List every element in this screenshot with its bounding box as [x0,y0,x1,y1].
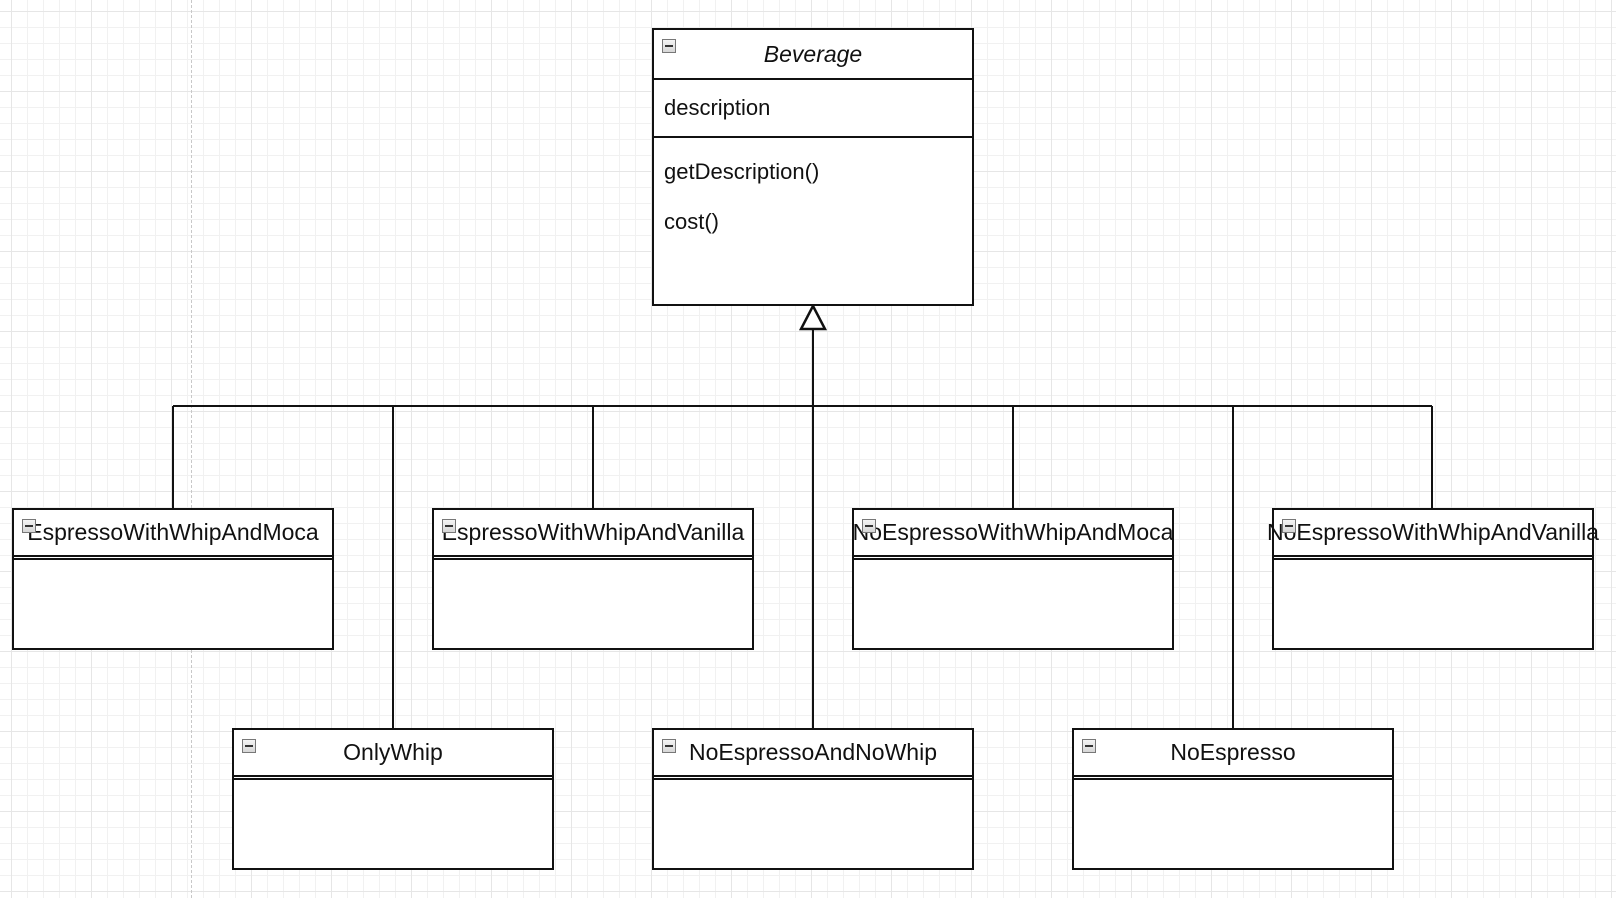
class-no-espresso-whip-moca[interactable]: NoEspressoWithWhipAndMoca [852,508,1174,650]
collapse-icon[interactable] [1282,519,1296,533]
class-espresso-whip-moca[interactable]: EspressoWithWhipAndMoca [12,508,334,650]
class-body [434,560,752,638]
class-header: NoEspresso [1074,730,1392,780]
class-header: EspressoWithWhipAndVanilla [434,510,752,560]
collapse-icon[interactable] [662,739,676,753]
generalization-arrowhead [798,303,828,331]
collapse-icon[interactable] [442,519,456,533]
collapse-icon[interactable] [1082,739,1096,753]
collapse-icon[interactable] [242,739,256,753]
class-header: NoEspressoWithWhipAndMoca [852,510,1174,560]
attribute-description[interactable]: description [664,95,771,120]
class-body [234,780,552,858]
class-no-espresso-no-whip[interactable]: NoEspressoAndNoWhip [652,728,974,870]
class-header: NoEspressoAndNoWhip [654,730,972,780]
class-espresso-whip-vanilla[interactable]: EspressoWithWhipAndVanilla [432,508,754,650]
page-boundary-guide [191,0,192,898]
class-header: NoEspressoWithWhipAndVanilla [1267,510,1599,560]
class-no-espresso-whip-vanilla[interactable]: NoEspressoWithWhipAndVanilla [1267,508,1599,650]
class-name: OnlyWhip [343,739,443,765]
class-beverage[interactable]: Beverage description getDescription() co… [652,28,974,306]
class-name: NoEspresso [1170,739,1296,765]
class-name: NoEspressoAndNoWhip [688,739,937,765]
collapse-icon[interactable] [662,39,676,53]
class-body [14,560,332,638]
collapse-icon[interactable] [22,519,36,533]
class-body [654,780,972,858]
class-beverage-header: Beverage [654,30,972,80]
class-beverage-methods: getDescription() cost() [654,138,972,256]
class-header: OnlyWhip [234,730,552,780]
class-beverage-attributes: description [654,80,972,138]
class-name: NoEspressoWithWhipAndVanilla [1267,519,1599,545]
method-get-description[interactable]: getDescription() [664,159,820,184]
class-no-espresso[interactable]: NoEspresso [1072,728,1394,870]
class-only-whip[interactable]: OnlyWhip [232,728,554,870]
class-body [854,560,1172,638]
method-cost[interactable]: cost() [664,209,719,234]
class-beverage-name: Beverage [763,40,863,67]
class-name: NoEspressoWithWhipAndMoca [852,519,1174,545]
class-name: EspressoWithWhipAndVanilla [441,519,745,545]
class-body [1074,780,1392,858]
class-body [1274,560,1592,638]
collapse-icon[interactable] [862,519,876,533]
class-header: EspressoWithWhipAndMoca [14,510,332,560]
class-name: EspressoWithWhipAndMoca [27,519,319,545]
